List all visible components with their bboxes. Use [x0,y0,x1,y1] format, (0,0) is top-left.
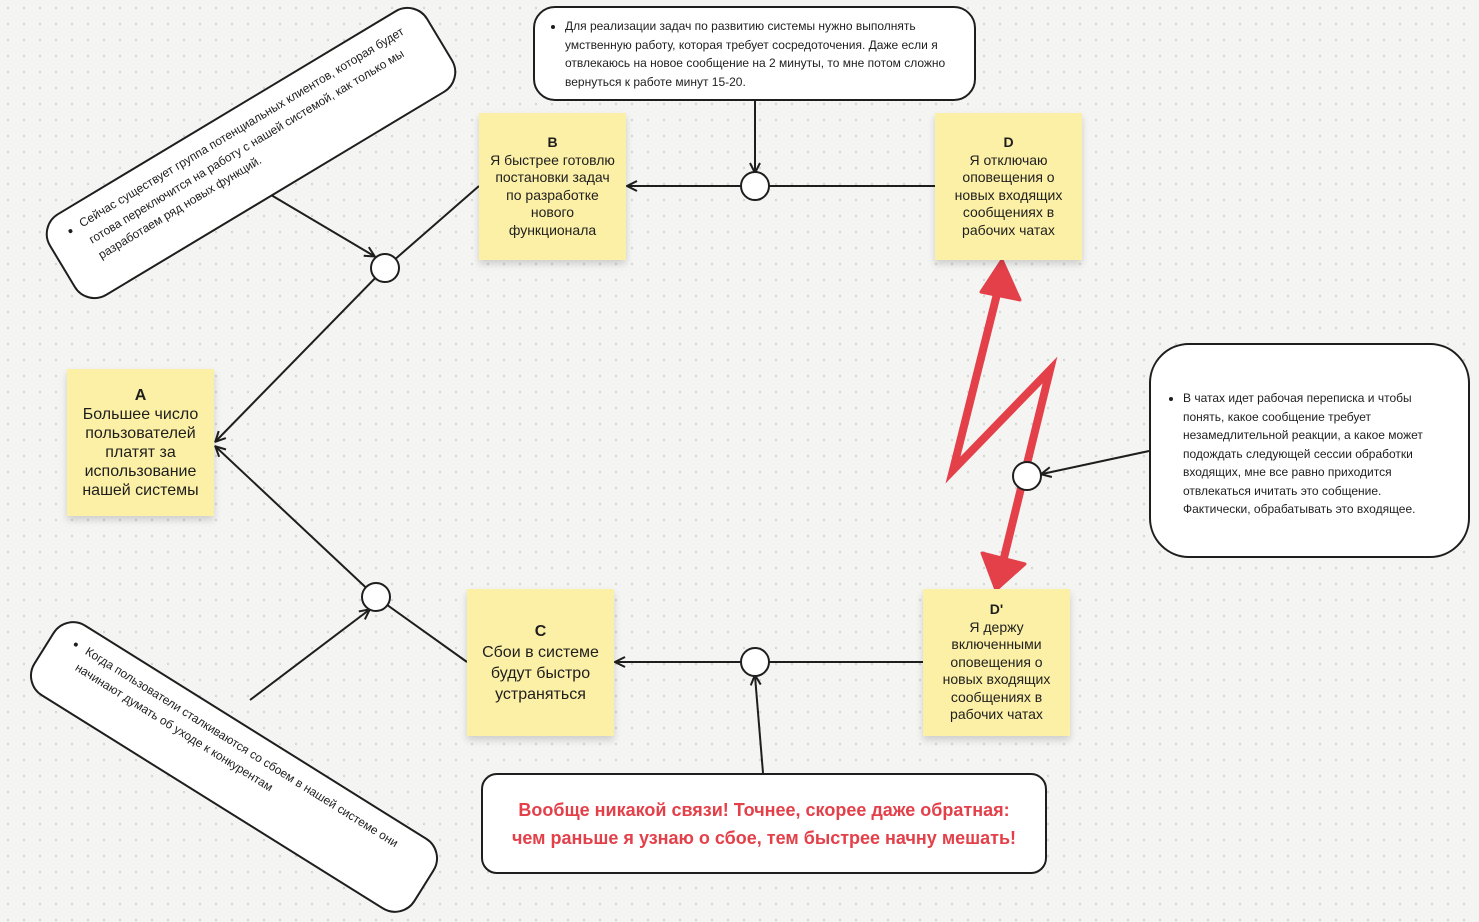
sticky-a[interactable]: A Большее число пользователей платят за … [67,369,214,516]
sticky-c-key: C [534,622,547,640]
connector-tl-note-to-junction [265,191,374,256]
note-top-text: Для реализации задач по развитию системы… [565,17,962,91]
note-right-text: В чатах идет рабочая переписка и чтобы п… [1183,389,1448,519]
junction-circle-bottom [740,647,770,677]
connector-right-note-to-junction [1042,450,1150,474]
connector-bottom-note-to-junction [755,676,764,774]
sticky-d-key: D [1003,134,1014,150]
junction-circle-bottom-left [361,582,391,612]
sticky-c-text: Сбои в системе будут быстро устраняться [482,643,599,703]
lightning-arrow-icon [945,258,1058,592]
sticky-b-key: B [547,134,558,150]
junction-circle-conflict [1012,461,1042,491]
connector-c-to-junction [375,596,468,663]
connector-bl-note-to-junction [249,610,369,701]
note-top[interactable]: Для реализации задач по развитию системы… [533,6,976,101]
connector-junction-to-a-bottom [216,447,377,598]
note-bottom-text: Вообще никакой связи! Точнее, скорее даж… [511,799,1017,848]
sticky-d-prime-text: Я держу включенными оповещения о новых в… [942,618,1051,723]
sticky-b-text: Я быстрее готовлю постановки задач по ра… [490,151,615,238]
note-bottom[interactable]: Вообще никакой связи! Точнее, скорее даж… [481,773,1047,874]
sticky-a-text: Большее число пользователей платят за ис… [82,405,199,499]
connector-layer [0,101,1150,774]
sticky-d[interactable]: D Я отключаю оповещения о новых входящих… [935,113,1082,260]
diagram-canvas: A Большее число пользователей платят за … [0,0,1479,887]
sticky-c[interactable]: C Сбои в системе будут быстро устранятьс… [467,589,614,736]
sticky-d-prime[interactable]: D' Я держу включенными оповещения о новы… [923,589,1070,736]
sticky-d-prime-key: D' [989,601,1004,618]
sticky-a-key: A [134,386,147,404]
junction-circle-top-left [370,253,400,283]
note-right[interactable]: В чатах идет рабочая переписка и чтобы п… [1149,343,1470,558]
connector-junction-to-a-top [216,267,386,441]
sticky-b[interactable]: B Я быстрее готовлю постановки задач по … [479,113,626,260]
connector-b-to-a [384,185,480,269]
junction-circle-top [740,171,770,201]
sticky-d-text: Я отключаю оповещения о новых входящих с… [954,151,1063,238]
